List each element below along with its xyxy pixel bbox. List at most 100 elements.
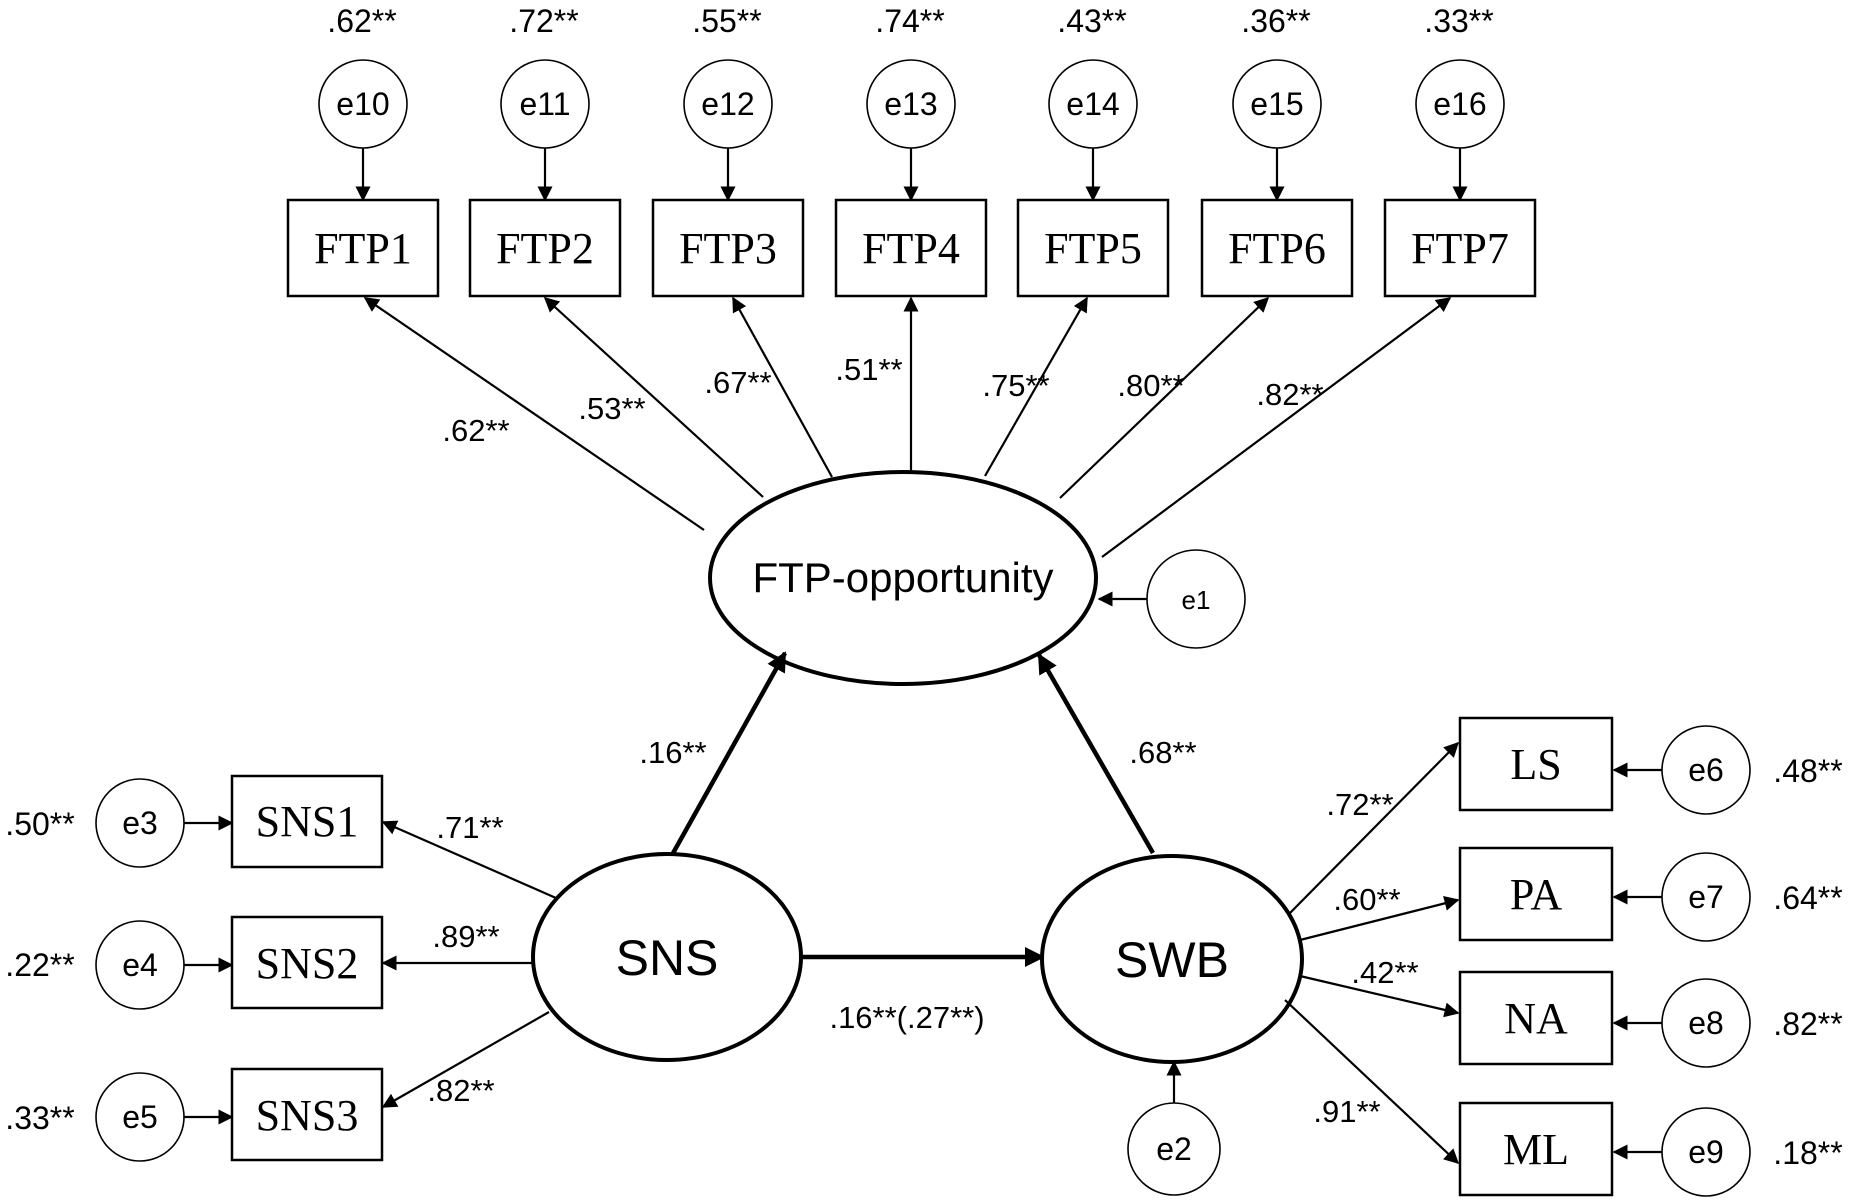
ftp5-label: FTP5 bbox=[1044, 224, 1142, 273]
ftp4-box bbox=[834, 198, 988, 298]
loading-arrow-pa bbox=[1299, 896, 1460, 942]
ftp6-box bbox=[1200, 198, 1354, 298]
loading-label-sns2: .89** bbox=[432, 919, 499, 954]
r2-e8: .82** bbox=[1773, 1006, 1842, 1042]
loading-arrow-ftp5 bbox=[984, 296, 1088, 477]
sns-item-2: .22** e4 SNS2 bbox=[5, 915, 384, 1010]
ftp2-label: FTP2 bbox=[496, 224, 594, 273]
ftp-opportunity-label: FTP-opportunity bbox=[752, 554, 1053, 601]
path-label-sns-swb: .16**(.27**) bbox=[829, 1000, 984, 1035]
ftp7-box bbox=[1383, 198, 1537, 298]
r2-e14: .43** bbox=[1057, 3, 1126, 39]
ftp5-box bbox=[1016, 198, 1170, 298]
path-swb-to-ftp bbox=[1037, 653, 1155, 855]
ftp-item-4: .74** e13 FTP4 bbox=[834, 3, 988, 298]
error-e16-label: e16 bbox=[1433, 86, 1486, 122]
ftp-item-2: .72** e11 FTP2 bbox=[468, 3, 622, 298]
ftp4-label: FTP4 bbox=[862, 224, 960, 273]
error-e8-label: e8 bbox=[1688, 1005, 1724, 1041]
sns2-label: SNS2 bbox=[256, 939, 359, 988]
r2-e13: .74** bbox=[875, 3, 944, 39]
loading-arrow-ftp1 bbox=[363, 297, 705, 531]
error-e6-circle bbox=[1661, 725, 1751, 815]
loading-label-sns1: .71** bbox=[436, 810, 503, 845]
loading-label-ftp3: .67** bbox=[704, 365, 771, 400]
sns3-box bbox=[230, 1067, 384, 1162]
error-e12-label: e12 bbox=[701, 86, 754, 122]
loading-arrow-ftp6 bbox=[1059, 296, 1270, 499]
loading-label-ftp2: .53** bbox=[578, 391, 645, 426]
error-e6-label: e6 bbox=[1688, 752, 1724, 788]
swb-item-na: NA e8 .82** bbox=[1458, 970, 1843, 1068]
swb-item-pa: PA e7 .64** bbox=[1458, 846, 1843, 942]
ftp-item-1: .62** e10 FTP1 bbox=[286, 3, 440, 298]
r2-e7: .64** bbox=[1773, 880, 1842, 916]
ftp3-label: FTP3 bbox=[679, 224, 777, 273]
r2-e12: .55** bbox=[692, 3, 761, 39]
r2-e6: .48** bbox=[1773, 753, 1842, 789]
error-e11-label: e11 bbox=[519, 86, 570, 122]
r2-e5: .33** bbox=[5, 1100, 74, 1136]
ftp2-box bbox=[468, 198, 622, 298]
loading-label-sns3: .82** bbox=[427, 1073, 494, 1108]
r2-e3: .50** bbox=[5, 806, 74, 842]
loading-arrow-ftp7 bbox=[1101, 297, 1452, 558]
sns-label: SNS bbox=[616, 930, 719, 986]
error-e14-label: e14 bbox=[1066, 86, 1119, 122]
ls-box bbox=[1458, 716, 1614, 812]
sns2-box bbox=[230, 915, 384, 1010]
loading-label-ftp5: .75** bbox=[982, 368, 1049, 403]
r2-e9: .18** bbox=[1773, 1135, 1842, 1171]
ftp-item-3: .55** e12 FTP3 bbox=[651, 3, 805, 298]
loading-label-ftp7: .82** bbox=[1256, 377, 1323, 412]
r2-e11: .72** bbox=[509, 3, 578, 39]
path-sns-to-ftp bbox=[670, 651, 787, 857]
loading-label-ftp6: .80** bbox=[1117, 368, 1184, 403]
error-e8-circle bbox=[1661, 978, 1751, 1068]
error-e3-label: e3 bbox=[122, 805, 158, 841]
loading-label-ml: .91** bbox=[1313, 1094, 1380, 1129]
pa-box bbox=[1458, 846, 1614, 942]
loading-arrow-ml bbox=[1284, 999, 1460, 1165]
error-e2-label: e2 bbox=[1156, 1131, 1192, 1167]
error-e1-label: e1 bbox=[1182, 585, 1211, 615]
ml-label: ML bbox=[1503, 1125, 1569, 1174]
path-label-sns-ftp: .16** bbox=[639, 735, 706, 770]
error-e10-label: e10 bbox=[336, 86, 389, 122]
loading-arrow-na bbox=[1299, 974, 1460, 1018]
ftp1-box bbox=[286, 198, 440, 298]
loading-label-ls: .72** bbox=[1326, 787, 1393, 822]
ftp1-label: FTP1 bbox=[314, 224, 412, 273]
ftp7-label: FTP7 bbox=[1411, 224, 1509, 273]
sns1-box bbox=[230, 774, 384, 869]
ftp3-box bbox=[651, 198, 805, 298]
loading-arrow-ls bbox=[1289, 741, 1460, 914]
ftp-item-7: .33** e16 FTP7 bbox=[1383, 3, 1537, 298]
ftp-item-6: .36** e15 FTP6 bbox=[1200, 3, 1354, 298]
ml-box bbox=[1458, 1101, 1614, 1197]
swb-item-ls: LS e6 .48** bbox=[1458, 716, 1843, 815]
sns3-label: SNS3 bbox=[256, 1091, 359, 1140]
error-e9-label: e9 bbox=[1688, 1134, 1724, 1170]
error-e7-circle bbox=[1661, 852, 1751, 942]
error-e9-circle bbox=[1661, 1107, 1751, 1197]
loading-label-pa: .60** bbox=[1333, 882, 1400, 917]
r2-e10: .62** bbox=[327, 3, 396, 39]
pa-label: PA bbox=[1510, 870, 1562, 919]
ls-label: LS bbox=[1510, 740, 1561, 789]
sns-ellipse bbox=[531, 852, 803, 1062]
swb-label: SWB bbox=[1115, 932, 1229, 988]
loading-label-ftp1: .62** bbox=[442, 413, 509, 448]
error-e5-label: e5 bbox=[122, 1099, 158, 1135]
r2-e16: .33** bbox=[1424, 3, 1493, 39]
ftp-opportunity-ellipse bbox=[708, 470, 1098, 686]
error-e15-label: e15 bbox=[1250, 86, 1303, 122]
loading-arrow-sns3 bbox=[381, 1011, 550, 1108]
r2-e4: .22** bbox=[5, 947, 74, 983]
loading-arrow-ftp3 bbox=[732, 296, 833, 478]
loading-label-na: .42** bbox=[1351, 955, 1418, 990]
loading-arrow-sns1 bbox=[381, 820, 557, 900]
sns-item-1: .50** e3 SNS1 bbox=[5, 774, 384, 869]
loading-arrow-ftp2 bbox=[543, 296, 764, 498]
